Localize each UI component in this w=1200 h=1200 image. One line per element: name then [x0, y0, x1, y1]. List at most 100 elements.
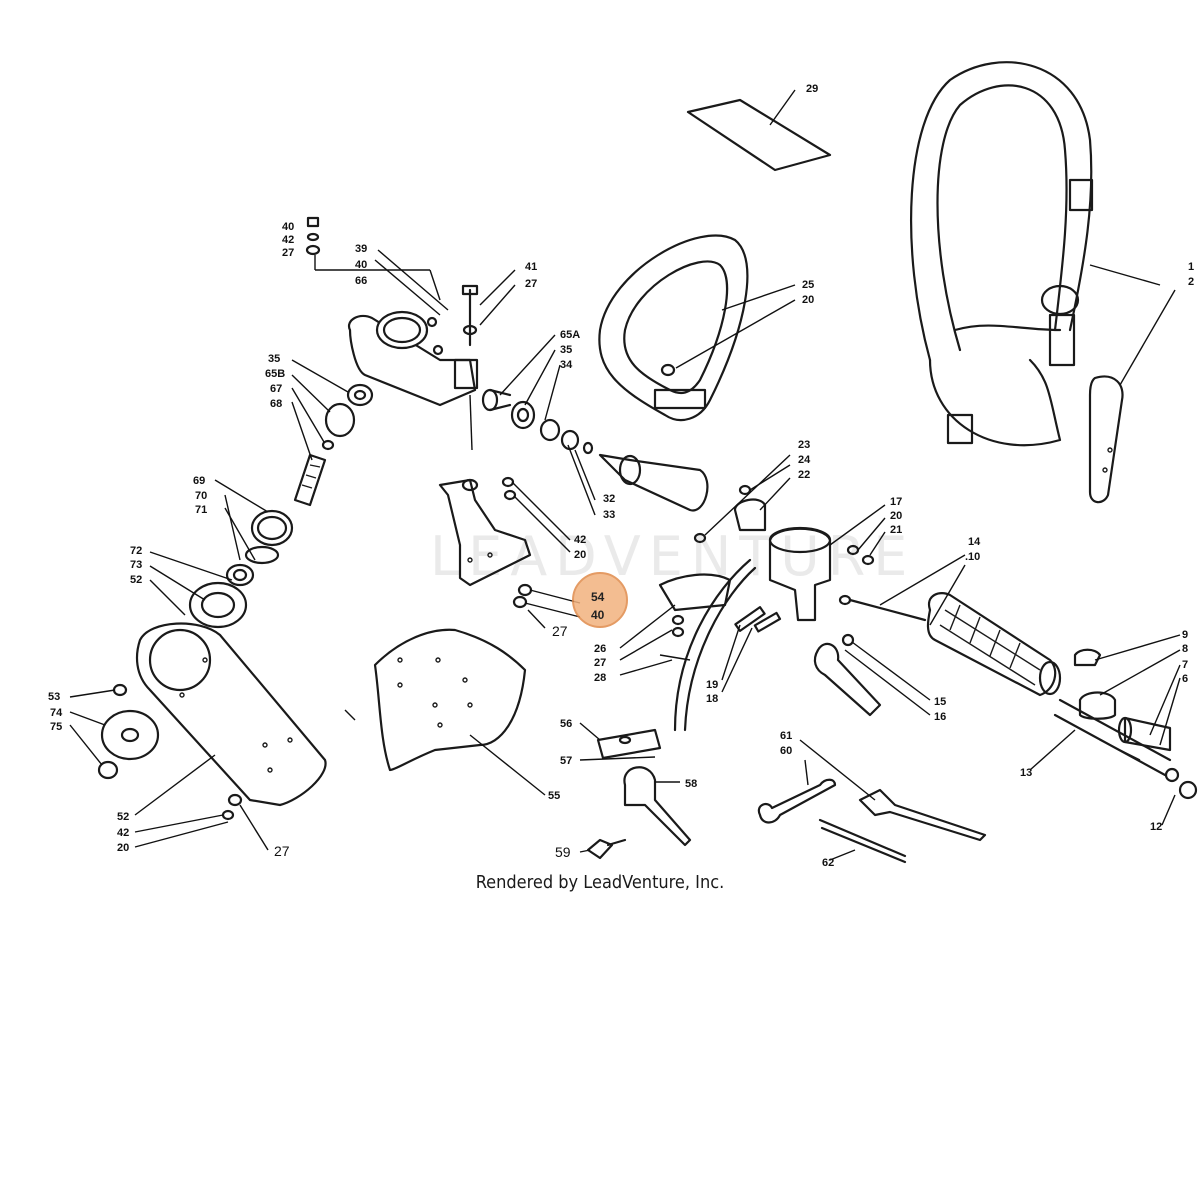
callout-42: 42	[574, 534, 586, 546]
part-handle-shaft	[1029, 634, 1198, 826]
highlight-marker[interactable]	[572, 572, 628, 628]
callout-70: 70	[195, 490, 207, 502]
part-shaft-tube	[214, 479, 294, 565]
part-clamp-22-24	[693, 454, 791, 544]
callout-23: 23	[798, 439, 810, 451]
callout-22: 22	[798, 469, 810, 481]
callout-16: 16	[934, 711, 946, 723]
part-shoulder-harness	[910, 61, 1176, 504]
callout-8: 8	[1182, 643, 1188, 655]
part-clip-26-28	[619, 573, 732, 676]
callout-53: 53	[48, 691, 60, 703]
callout-28: 28	[594, 672, 606, 684]
part-decal-strip	[686, 89, 832, 172]
footer-credit: Rendered by LeadVenture, Inc.	[475, 872, 725, 893]
callout-60: 60	[780, 745, 792, 757]
callout-26: 26	[594, 643, 606, 655]
callout-27: 27	[594, 657, 606, 669]
callout-65A: 65A	[560, 329, 580, 341]
callout-27: 27	[282, 247, 294, 259]
part-pins-42-20	[501, 476, 571, 553]
callout-6: 6	[1182, 673, 1188, 685]
callout-13: 13	[1020, 767, 1032, 779]
callout-19: 19	[706, 679, 718, 691]
callout-32: 32	[603, 493, 615, 505]
part-handle-grip	[838, 554, 1062, 697]
part-blade-nut	[69, 683, 160, 780]
callout-40: 40	[355, 259, 367, 271]
callout-52: 52	[117, 811, 129, 823]
part-throttle-cable	[659, 558, 757, 732]
callout-71: 71	[195, 504, 207, 516]
callout-33: 33	[603, 509, 615, 521]
callout-62: 62	[822, 857, 834, 869]
callout-39: 39	[355, 243, 367, 255]
part-drive-shaft-bearings	[481, 334, 709, 516]
callout-21: 21	[890, 524, 902, 536]
part-clamp-58-59	[579, 766, 692, 860]
callout-66: 66	[355, 275, 367, 287]
part-gear-case	[305, 216, 516, 451]
callout-25: 25	[802, 279, 814, 291]
part-bracket	[438, 478, 581, 629]
callout-42: 42	[282, 234, 294, 246]
part-bolts-18-19	[721, 606, 782, 693]
callout-61: 61	[780, 730, 792, 742]
callout-27: 27	[552, 623, 568, 639]
callout-73: 73	[130, 559, 142, 571]
callout-72: 72	[130, 545, 142, 557]
callout-35: 35	[560, 344, 572, 356]
callout-74: 74	[50, 707, 63, 719]
callout-27: 27	[274, 843, 290, 859]
callout-27: 27	[525, 278, 537, 290]
part-tab-56-57	[579, 722, 662, 761]
callout-9: 9	[1182, 629, 1188, 641]
part-throttle-lever	[813, 633, 931, 717]
callout-58: 58	[685, 778, 697, 790]
callout-67: 67	[270, 383, 282, 395]
callout-15: 15	[934, 696, 946, 708]
callout-75: 75	[50, 721, 62, 733]
part-tools	[757, 739, 987, 864]
callout-20: 20	[802, 294, 814, 306]
callout-57: 57	[560, 755, 572, 767]
callout-40: 40	[282, 221, 294, 233]
callout-17: 17	[890, 496, 902, 508]
part-shield	[373, 628, 546, 796]
callout-labels: 29 1 2 40 42 27 39 40 66 41 27 25 20 65A…	[48, 83, 1194, 869]
callout-34: 34	[560, 359, 573, 371]
callout-18: 18	[706, 693, 718, 705]
callout-14: 14	[968, 536, 981, 548]
part-loop-handle	[598, 234, 796, 422]
callout-24: 24	[798, 454, 811, 466]
callout-41: 41	[525, 261, 537, 273]
callout-68: 68	[270, 398, 282, 410]
part-fasteners-bottom	[134, 793, 269, 851]
callout-1: 1	[1188, 261, 1194, 273]
callout-65B: 65B	[265, 368, 285, 380]
callout-42: 42	[117, 827, 129, 839]
callout-52: 52	[130, 574, 142, 586]
callout-20: 20	[574, 549, 586, 561]
callout-2: 2	[1188, 276, 1194, 288]
part-spindle-assembly	[291, 359, 374, 507]
highlight-label-40[interactable]: 40	[591, 608, 605, 622]
callout-29: 29	[806, 83, 818, 95]
callout-20: 20	[117, 842, 129, 854]
callout-35: 35	[268, 353, 280, 365]
callout-7: 7	[1182, 659, 1188, 671]
callout-55: 55	[548, 790, 560, 802]
part-throttle-housing	[768, 504, 886, 622]
callout-59: 59	[555, 844, 571, 860]
callout-20: 20	[890, 510, 902, 522]
callout-69: 69	[193, 475, 205, 487]
callout-10: .10	[965, 551, 980, 563]
highlight-label-54[interactable]: 54	[591, 590, 605, 604]
watermark-text: LEADVENTURE	[430, 525, 915, 588]
part-guard-plate	[134, 622, 356, 816]
callout-56: 56	[560, 718, 572, 730]
callout-12: 12	[1150, 821, 1162, 833]
part-clutch-hub	[149, 551, 255, 629]
